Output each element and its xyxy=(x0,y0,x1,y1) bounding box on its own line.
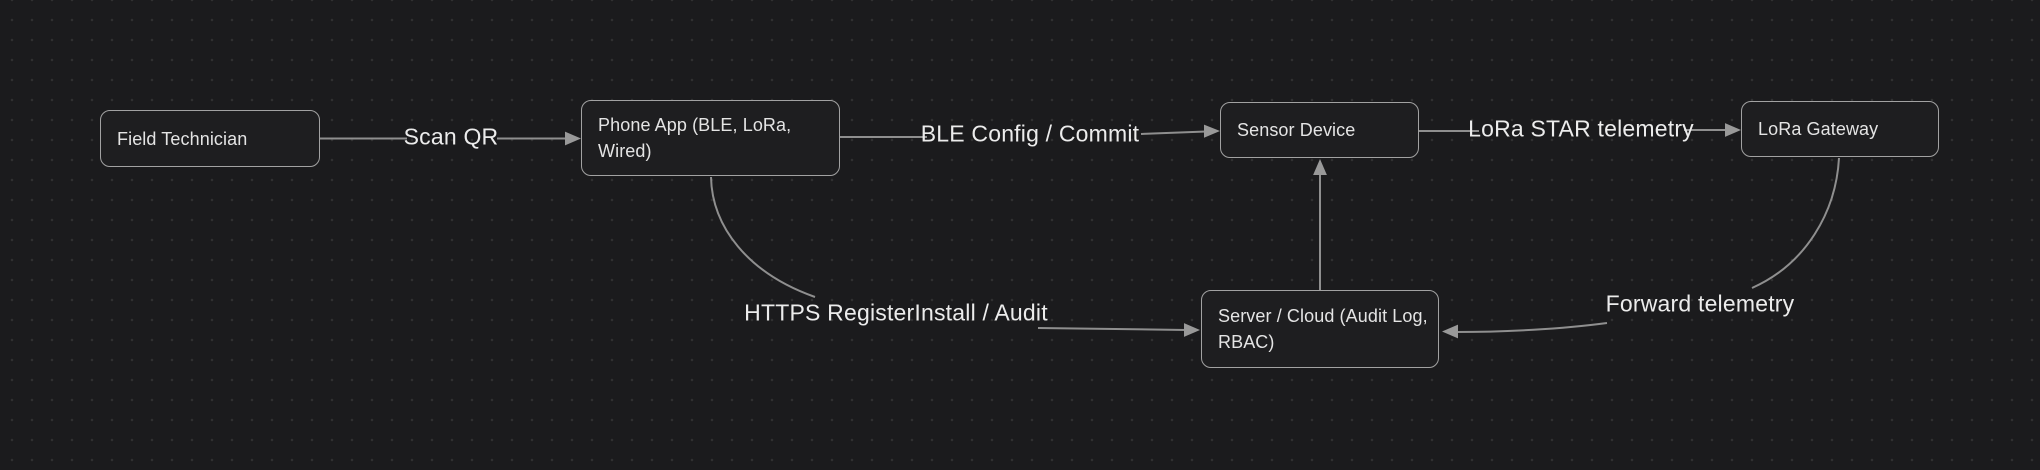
edge-label-https-registerinstall-audit[interactable]: HTTPS RegisterInstall / Audit xyxy=(744,299,1048,326)
edge-label-scan-qr[interactable]: Scan QR xyxy=(403,123,499,150)
node-label: Wired) xyxy=(598,141,652,161)
edge-lora-star-telemetry[interactable] xyxy=(1419,123,1741,137)
node-label: Server / Cloud (Audit Log, xyxy=(1218,306,1428,326)
edge-label-lora-star-telemetry[interactable]: LoRa STAR telemetry xyxy=(1468,115,1694,142)
edge-forward-telemetry[interactable] xyxy=(1442,157,1840,339)
node-label: RBAC) xyxy=(1218,332,1275,352)
edge-server-to-sensor[interactable] xyxy=(1313,159,1327,290)
arrowhead-left-icon xyxy=(1442,324,1458,339)
arrowhead-right-icon xyxy=(565,131,581,146)
arrowhead-right-icon xyxy=(1725,123,1741,137)
edge-label-forward-telemetry[interactable]: Forward telemetry xyxy=(1605,290,1795,317)
node-label: Phone App (BLE, LoRa, xyxy=(598,115,792,135)
node-server-cloud[interactable]: Server / Cloud (Audit Log, RBAC) xyxy=(1201,290,1439,368)
edge-ble-config-commit[interactable] xyxy=(840,124,1220,138)
node-label: Field Technician xyxy=(117,128,248,149)
arrowhead-up-icon xyxy=(1313,159,1327,175)
node-label: Sensor Device xyxy=(1237,120,1356,140)
node-sensor-device[interactable]: Sensor Device xyxy=(1220,102,1419,158)
edge-https-registerinstall-audit[interactable] xyxy=(710,176,1200,337)
edge-label-ble-config-commit[interactable]: BLE Config / Commit xyxy=(920,120,1140,147)
arrowhead-right-icon xyxy=(1184,323,1200,337)
node-field-technician[interactable]: Field Technician xyxy=(100,110,320,167)
node-phone-app[interactable]: Phone App (BLE, LoRa, Wired) xyxy=(581,100,840,176)
node-lora-gateway[interactable]: LoRa Gateway xyxy=(1741,101,1939,157)
arrowhead-right-icon xyxy=(1204,124,1220,138)
edge-scan-qr[interactable] xyxy=(320,131,581,146)
node-label: LoRa Gateway xyxy=(1758,119,1879,139)
